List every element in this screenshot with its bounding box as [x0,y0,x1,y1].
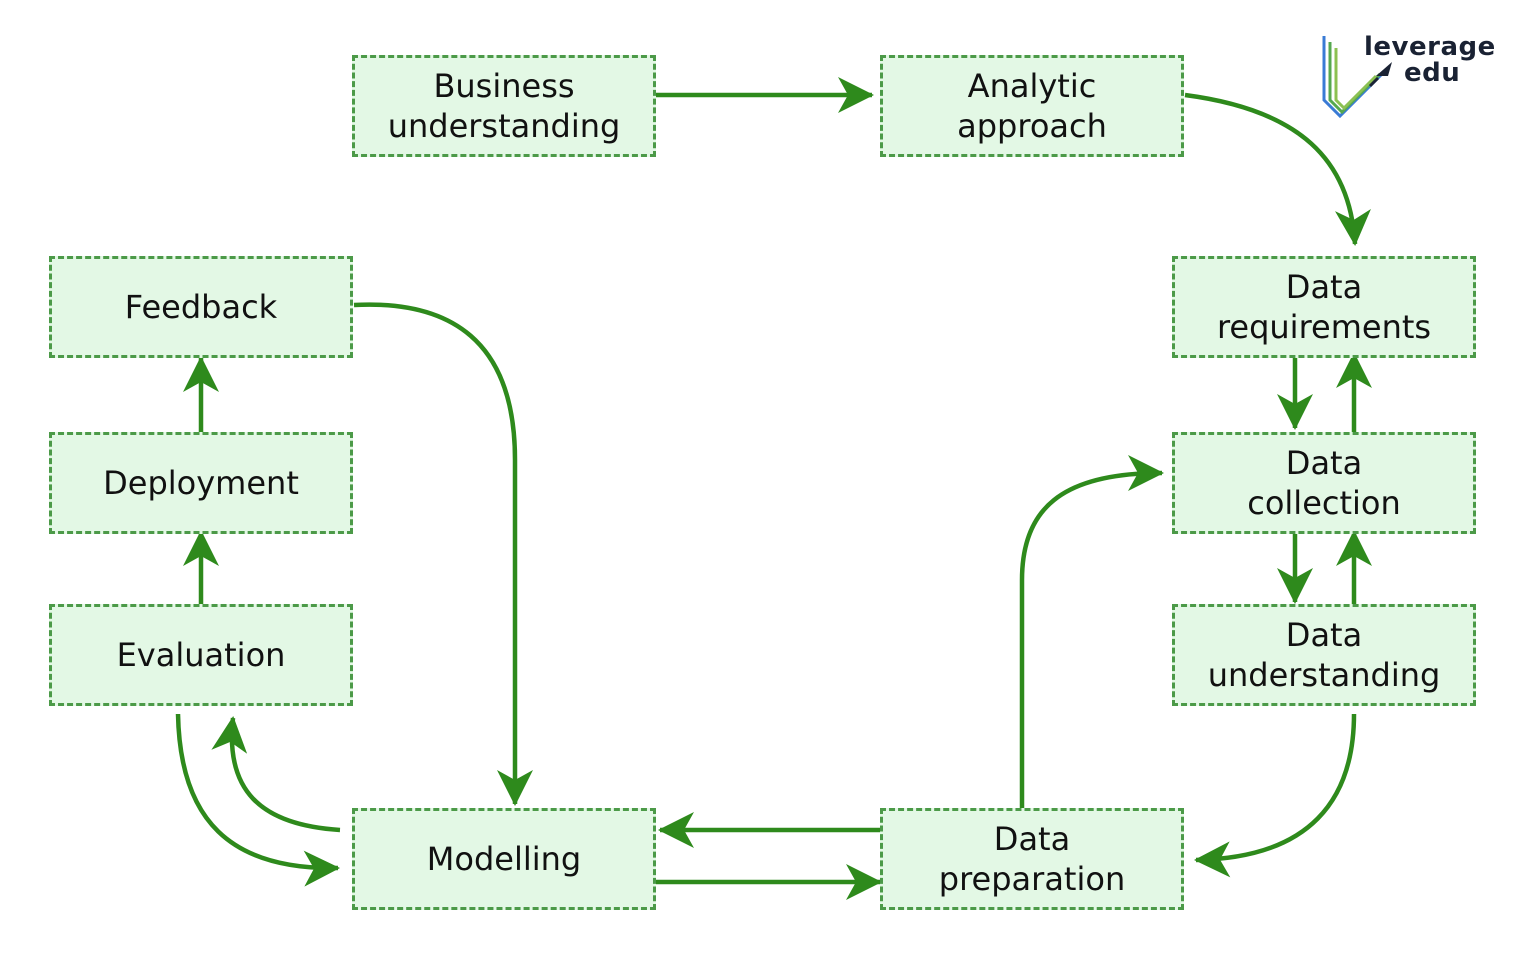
node-data-collection: Data collection [1172,432,1476,534]
node-evaluation: Evaluation [49,604,353,706]
arrow-dataprep-to-datacol [1019,455,1164,808]
node-deployment: Deployment [49,432,353,534]
node-business-understanding: Business understanding [352,55,656,157]
logo-text-edu: edu [1404,58,1461,88]
arrow-modelling-to-evaluation [211,716,341,833]
leverage-edu-logo: leverage edu [1318,28,1518,128]
node-analytic-approach: Analytic approach [880,55,1184,157]
node-feedback: Feedback [49,256,353,358]
node-modelling: Modelling [352,808,656,910]
arrow-analytic-to-datareq [1184,92,1371,246]
logo-mark-icon [1322,36,1392,119]
node-data-preparation: Data preparation [880,808,1184,910]
node-data-requirements: Data requirements [1172,256,1476,358]
node-data-understanding: Data understanding [1172,604,1476,706]
logo-text-leverage: leverage [1364,32,1496,62]
arrow-dataund-to-dataprep [1194,713,1357,878]
arrow-feedback-to-modelling [353,302,533,806]
arrow-evaluation-to-modelling [175,713,340,887]
